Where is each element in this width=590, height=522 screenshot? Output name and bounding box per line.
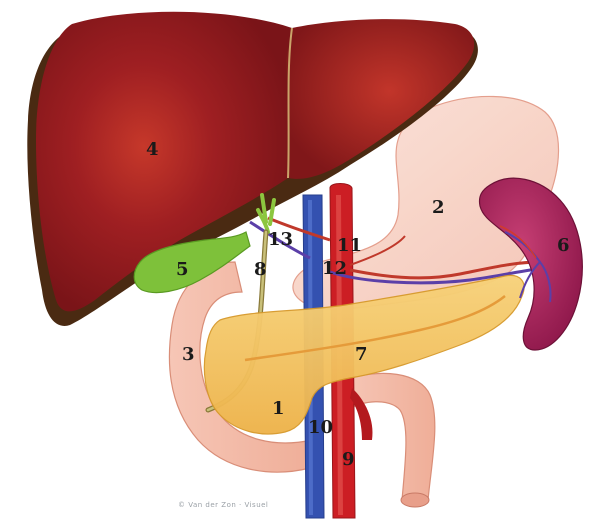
label-spleen: 6 <box>557 235 570 256</box>
label-portal-vein: 12 <box>322 258 347 279</box>
label-pancreas-head: 1 <box>272 398 285 419</box>
label-liver: 4 <box>146 139 159 160</box>
label-hepatic-duct: 13 <box>268 229 293 250</box>
label-duodenum: 3 <box>182 344 195 365</box>
label-pancreas-body: 7 <box>355 344 368 365</box>
label-celiac-artery: 11 <box>337 235 362 256</box>
label-stomach: 2 <box>432 197 445 218</box>
label-gallbladder: 5 <box>176 259 189 280</box>
label-common-bile-duct: 8 <box>254 259 267 280</box>
label-aorta: 9 <box>342 449 355 470</box>
copyright-text: © Van der Zon · Visuel <box>178 501 268 509</box>
label-vena-cava: 10 <box>308 417 333 438</box>
